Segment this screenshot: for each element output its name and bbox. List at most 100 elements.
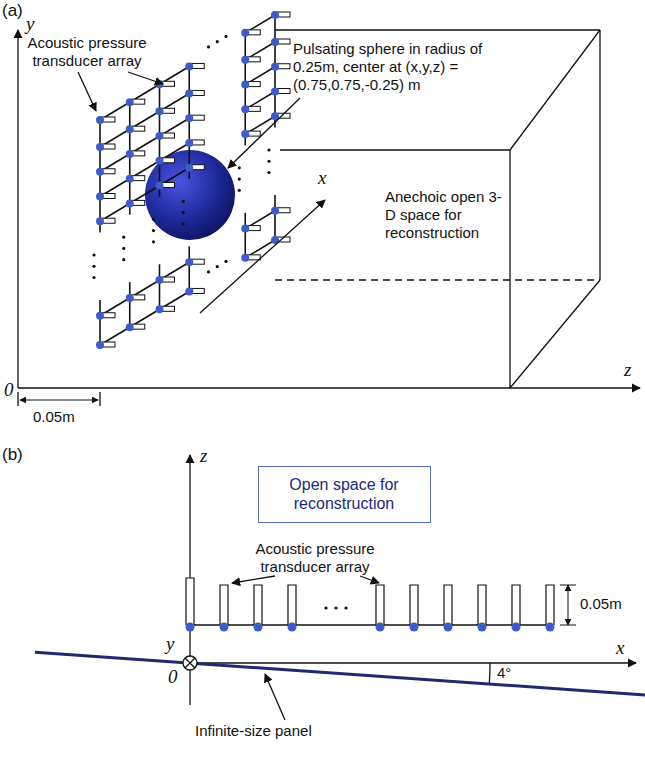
axis-label: y — [26, 14, 34, 34]
ellipsis-dot — [324, 606, 327, 609]
ellipsis-dot — [122, 258, 125, 261]
transducer — [444, 585, 452, 625]
microphone-dot — [546, 623, 555, 632]
array-frame — [100, 291, 189, 345]
dimension-tick — [560, 585, 576, 586]
transducer — [254, 585, 262, 625]
microphone-dot — [185, 139, 193, 147]
microphone-dot — [241, 130, 249, 138]
microphone-dot — [376, 623, 385, 632]
microphone-dot — [271, 207, 279, 215]
box-edge — [509, 150, 510, 388]
ellipsis-dot — [224, 260, 227, 263]
callout-text: Acoustic pressure transducer array — [22, 34, 152, 70]
microphone-dot — [185, 164, 193, 172]
ellipsis-dot — [238, 189, 241, 192]
ellipsis-dot — [224, 35, 227, 38]
array-frame — [129, 102, 131, 214]
microphone-dot — [241, 56, 249, 64]
microphone-dot — [241, 105, 249, 113]
box-hidden-edge — [275, 279, 600, 280]
microphone-dot — [271, 88, 279, 96]
microphone-dot — [186, 623, 195, 632]
ellipsis-dot — [152, 229, 155, 232]
ellipsis-dot — [182, 222, 185, 225]
y-axis — [17, 30, 18, 388]
ellipsis-dot — [182, 211, 185, 214]
ellipsis-dot — [334, 606, 337, 609]
axis-label: x — [318, 168, 326, 188]
callout-text: Acoustic pressure transducer array — [240, 540, 390, 576]
axis-label: z — [624, 360, 631, 380]
leader-line — [232, 576, 275, 583]
ellipsis-dot — [207, 270, 210, 273]
microphone-dot — [185, 287, 193, 295]
transducer — [478, 585, 486, 625]
ellipsis-dot — [238, 166, 241, 169]
microphone-dot — [271, 38, 279, 46]
panel-tag: (b) — [2, 446, 23, 464]
microphone-dot — [241, 81, 249, 89]
transducer — [410, 585, 418, 625]
microphone-dot — [241, 29, 249, 37]
microphone-dot — [288, 623, 297, 632]
transducer — [288, 585, 296, 625]
microphone-dot — [185, 62, 193, 70]
ellipsis-dot — [92, 276, 95, 279]
microphone-dot — [96, 193, 104, 201]
box-edge — [510, 280, 600, 388]
ellipsis-dot — [267, 160, 270, 163]
array-frame — [129, 282, 131, 327]
microphone-dot — [126, 294, 134, 302]
leader-line — [78, 72, 96, 111]
microphone-dot — [156, 132, 164, 140]
microphone-dot — [156, 182, 164, 190]
y-axis-into-page — [183, 656, 197, 670]
ellipsis-dot — [267, 171, 270, 174]
leader-line — [228, 98, 300, 168]
microphone-dot — [185, 258, 193, 266]
microphone-dot — [156, 157, 164, 165]
leader-line — [265, 674, 285, 720]
array-frame — [100, 118, 189, 172]
microphone-dot — [478, 623, 487, 632]
array-frame — [100, 143, 189, 197]
ellipsis-dot — [216, 265, 219, 268]
microphone-dot — [254, 623, 263, 632]
array-frame — [99, 300, 101, 345]
angle-arc — [489, 663, 491, 684]
dimension-line — [568, 585, 569, 625]
dimension-label: 0.05m — [33, 408, 75, 426]
microphone-dot — [241, 225, 249, 233]
array-frame — [244, 213, 246, 258]
dimension-tick — [560, 625, 576, 626]
microphone-dot — [96, 143, 104, 151]
microphone-dot — [126, 98, 134, 106]
ellipsis-dot — [216, 40, 219, 43]
angle-label: 4° — [497, 664, 511, 682]
array-frame — [188, 66, 190, 179]
dimension-tick — [99, 392, 100, 406]
infinite-panel — [35, 652, 645, 695]
panel-tag: (a) — [2, 2, 23, 20]
transducer — [220, 585, 228, 625]
leader-line — [128, 72, 163, 84]
ellipsis-dot — [92, 253, 95, 256]
ellipsis-dot — [344, 606, 347, 609]
box-edge — [275, 29, 600, 30]
array-frame — [100, 66, 189, 120]
x-axis — [200, 200, 325, 313]
transducer — [376, 585, 384, 625]
callout-text: Pulsating sphere in radius of 0.25m, cen… — [293, 40, 525, 94]
dimension-label: 0.05m — [580, 595, 622, 613]
transducer-array — [186, 578, 555, 632]
microphone-dot — [96, 312, 104, 320]
ellipsis-dot — [152, 240, 155, 243]
array-frame — [99, 120, 101, 233]
origin-label: 0 — [168, 667, 178, 687]
microphone-dot — [126, 199, 134, 207]
box-edge — [599, 30, 600, 280]
microphone-dot — [126, 125, 134, 133]
z-axis — [18, 387, 640, 388]
array-frame — [274, 15, 276, 128]
